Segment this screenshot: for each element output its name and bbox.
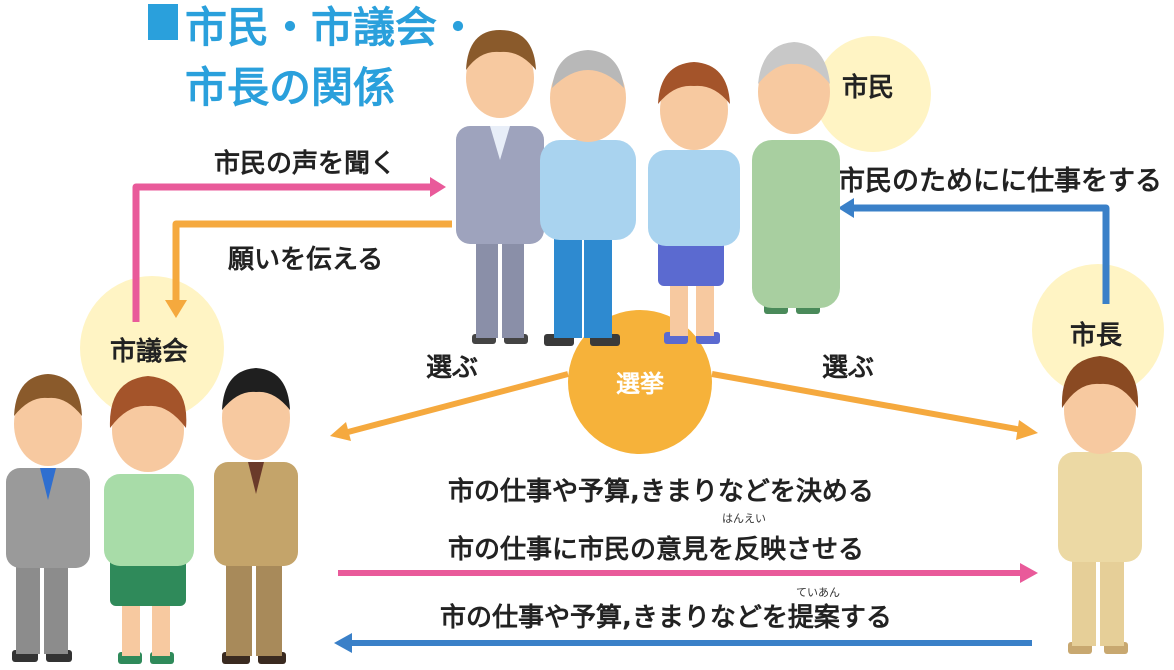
label-council: 市議会 [110, 336, 188, 367]
arrow-propose-head [334, 633, 352, 653]
arrow-elect-left-head [330, 422, 351, 441]
title: 市民・市議会・ 市長の関係 [148, 3, 479, 112]
arrow-citizen-voice-head [430, 177, 446, 197]
label-work-for-citizens: 市民のためにに仕事をする [838, 165, 1162, 197]
label-elect-right: 選ぶ [822, 353, 874, 383]
arrow-elect-left [347, 371, 569, 435]
label-decide: 市の仕事や予算,きまりなどを決める [448, 476, 874, 507]
council-man-left [6, 374, 90, 662]
council-halo [80, 276, 224, 420]
arrow-work-for-citizens [852, 204, 1110, 304]
ruby-reflect: はんえい [722, 512, 766, 525]
title-square-marker [148, 4, 178, 40]
citizen-woman [648, 62, 740, 344]
label-citizen-voice: 市民の声を聞く [214, 148, 396, 179]
citizens-halo [815, 36, 931, 152]
arrow-reflect-head [1020, 563, 1038, 583]
label-propose: 市の仕事や予算,きまりなどを提案する [440, 602, 892, 633]
label-mayor: 市長 [1070, 320, 1123, 351]
arrow-elect-right-head [1016, 420, 1038, 440]
label-citizens: 市民 [842, 72, 894, 103]
label-reflect: 市の仕事に市民の意見を反映させる [448, 534, 864, 565]
arrow-convey-wishes [172, 220, 452, 302]
citizen-elderly-woman [752, 42, 840, 314]
arrow-citizen-voice [132, 183, 432, 322]
ruby-propose: ていあん [796, 586, 840, 599]
title-line-1: 市民・市議会・ [185, 3, 479, 52]
citizen-elderly-man [540, 50, 636, 346]
council-man-right [214, 368, 298, 664]
election-label: 選挙 [616, 370, 665, 398]
mayor-woman [1058, 356, 1142, 654]
label-elect-left: 選ぶ [426, 353, 478, 383]
arrow-convey-wishes-head [165, 300, 187, 318]
mayor-halo [1032, 264, 1164, 396]
title-line-2: 市長の関係 [185, 63, 395, 112]
arrow-work-for-citizens-head [838, 198, 854, 218]
arrow-elect-right [711, 371, 1023, 433]
council-woman [104, 376, 194, 664]
citizen-young-man [456, 30, 544, 344]
label-convey-wishes: 願いを伝える [228, 245, 383, 275]
